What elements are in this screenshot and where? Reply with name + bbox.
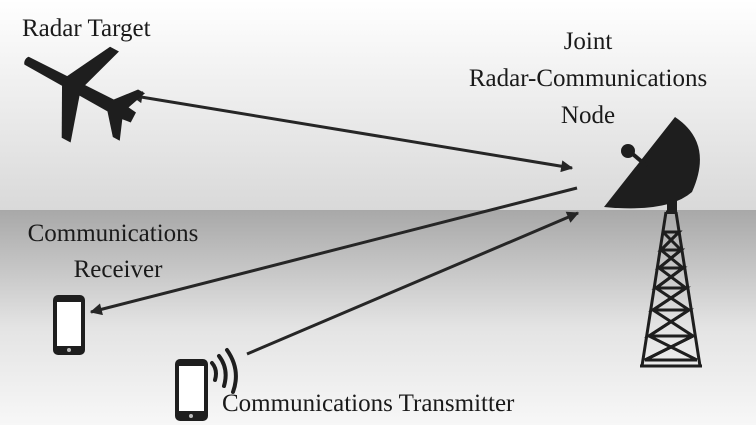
uplink-arrow	[246, 211, 580, 356]
receiver-label-line2: Receiver	[73, 256, 163, 283]
radar-link-arrow	[130, 91, 574, 173]
radar-target-label: Radar Target	[22, 15, 151, 42]
smartphone-icon	[53, 295, 85, 355]
downlink-arrow	[89, 186, 578, 316]
transmitter-label: Communications Transmitter	[222, 390, 515, 417]
node-label-line2: Radar-Communications	[468, 65, 708, 92]
ground-background	[0, 210, 756, 425]
node-label-line1: Joint	[563, 28, 613, 55]
airplane-icon	[24, 46, 145, 143]
receiver-label-line1: Communications	[27, 220, 199, 247]
satellite-dish-tower-icon	[604, 117, 702, 368]
node-label-line3: Node	[560, 102, 616, 129]
smartphone-transmitting-icon	[175, 348, 238, 421]
